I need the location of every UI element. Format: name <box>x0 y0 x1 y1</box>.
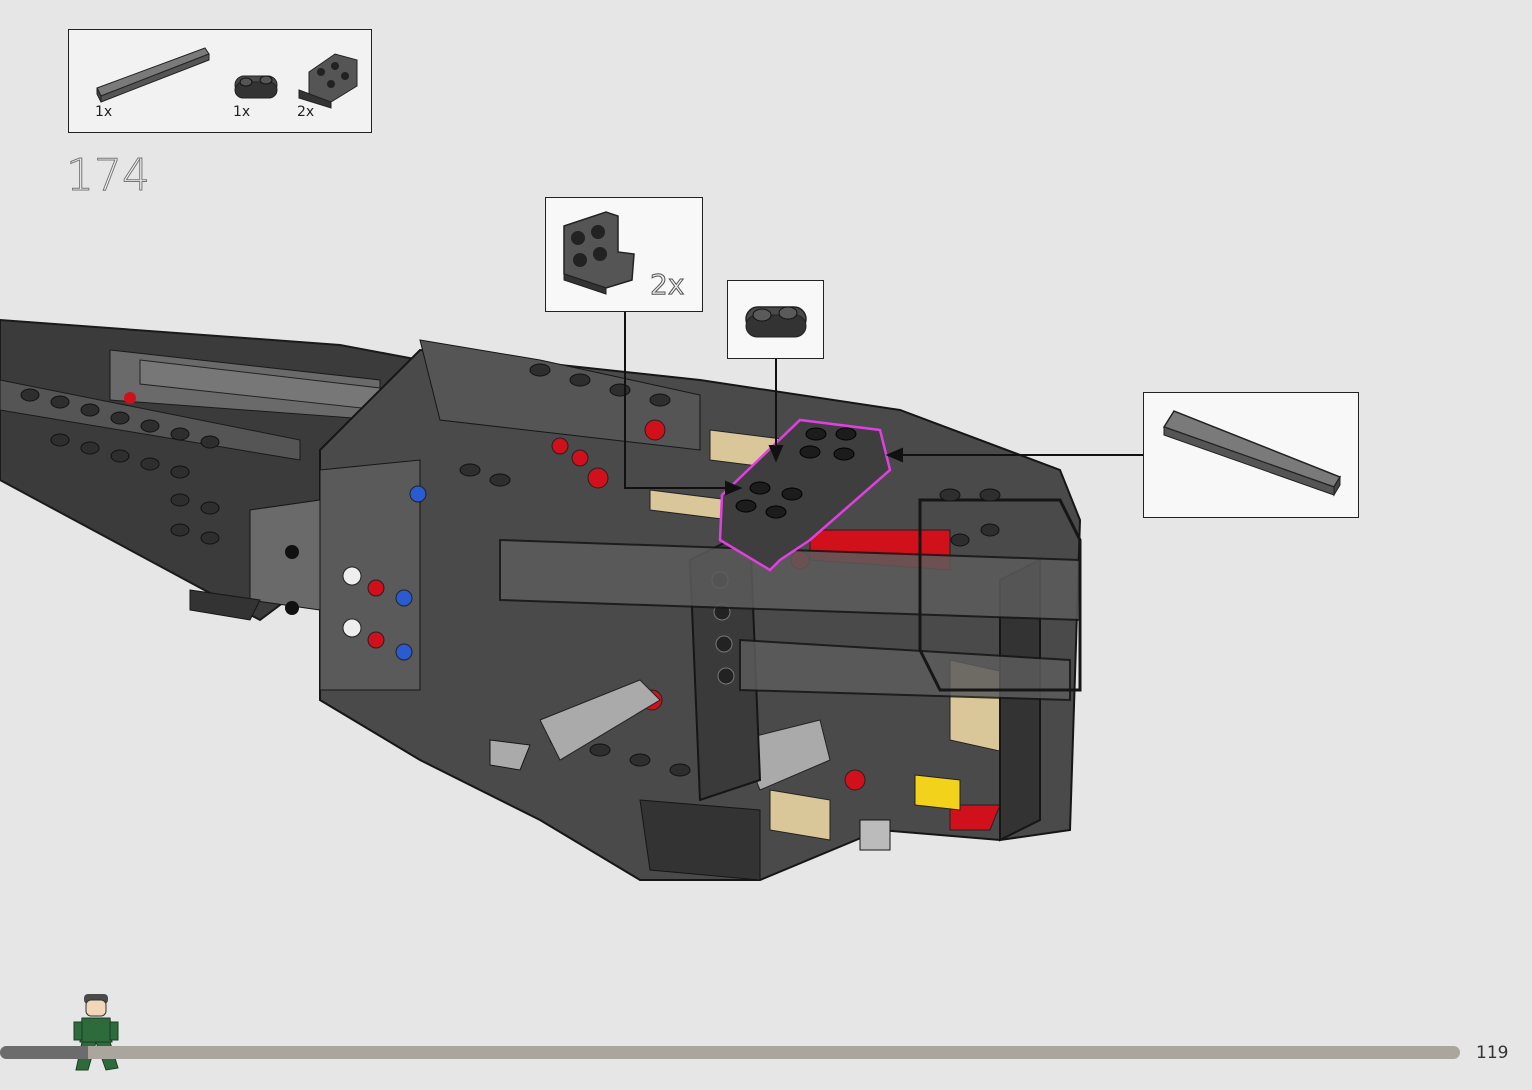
plate-rounded-callout-icon <box>728 281 825 360</box>
tile-callout-icon <box>1144 393 1360 519</box>
page-number: 119 <box>1476 1043 1508 1063</box>
progress-bar-fill <box>0 1046 88 1059</box>
callout-bracket: 2x <box>545 197 703 312</box>
callout-plate-rounded <box>727 280 824 359</box>
minifigure-progress-marker <box>70 990 126 1074</box>
main-body <box>250 340 1080 880</box>
progress-bar <box>0 1046 1460 1059</box>
callout-bracket-qty: 2x <box>650 268 684 301</box>
callout-tile <box>1143 392 1359 518</box>
model-illustration <box>0 0 1532 1040</box>
